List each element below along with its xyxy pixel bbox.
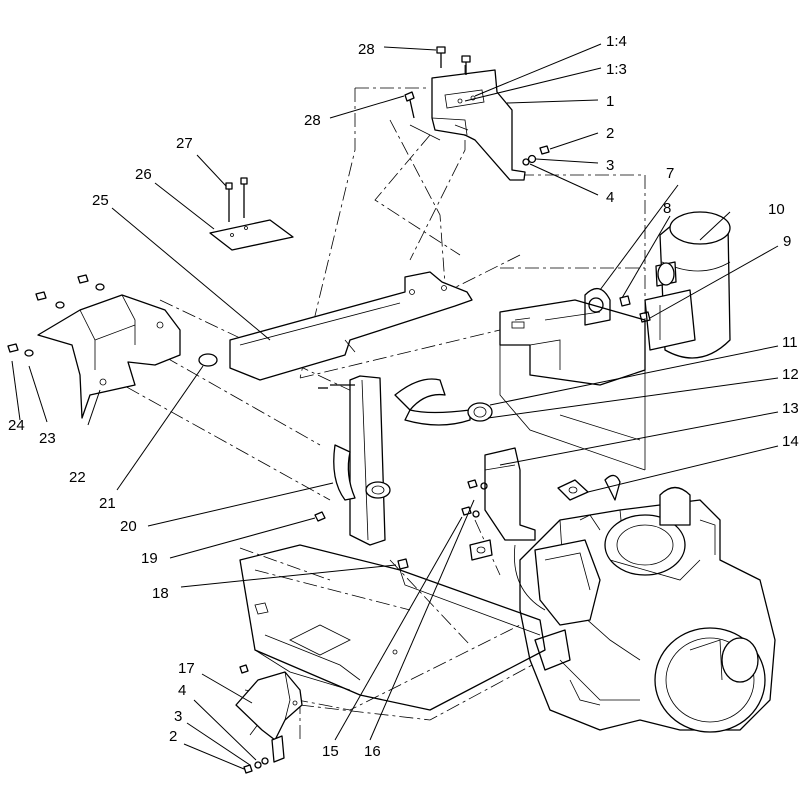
callout-22: 22 [69,469,86,486]
bolt-28-left [404,91,441,141]
callout-16: 16 [364,743,381,760]
callout-10: 10 [768,201,785,218]
callout-1-3: 1:3 [606,61,627,78]
callout-labels: 28 1:4 1:3 28 1 27 2 3 26 4 25 7 10 8 9 … [8,33,799,760]
callout-12: 12 [782,366,799,383]
engine-assembly [513,486,776,733]
callout-14: 14 [782,433,799,450]
gasket-part-14 [557,474,621,501]
callout-13: 13 [782,400,799,417]
callout-25: 25 [92,192,109,209]
gasket-part-16 [469,539,493,561]
callout-4-top: 4 [606,189,614,206]
callout-8: 8 [663,200,671,217]
muffler-mount-bracket [499,299,646,471]
lower-shield-part-17 [235,664,303,763]
clamp-parts-7-8-9 [584,288,651,326]
callout-24: 24 [8,417,25,434]
hardware-2-3-4-top [522,145,550,166]
callout-3-top: 3 [606,157,614,174]
callout-1: 1 [606,93,614,110]
callout-9: 9 [783,233,791,250]
callout-4-bottom: 4 [178,682,186,699]
bracket-part-13 [484,447,536,541]
callout-26: 26 [135,166,152,183]
callout-7: 7 [666,165,674,182]
callout-3-bottom: 3 [174,708,182,725]
callout-17: 17 [178,660,195,677]
top-bracket-part-1 [431,69,526,181]
small-hardware-15-16-19 [314,479,488,570]
callout-20: 20 [120,518,137,535]
washer-part-21 [198,353,218,367]
engine-mount-frame [239,544,546,711]
screws-part-27 [225,177,248,222]
bolt-28-top [436,46,471,75]
callout-21: 21 [99,495,116,512]
callout-28-top: 28 [358,41,375,58]
heat-shield-part-22 [37,294,181,419]
callout-23: 23 [39,430,56,447]
callout-15: 15 [322,743,339,760]
plate-part-26 [209,219,294,251]
callout-2-bottom: 2 [169,728,177,745]
exhaust-pipe-part-20 [318,375,493,546]
callout-28-left: 28 [304,112,321,129]
callout-2-top: 2 [606,125,614,142]
callout-18: 18 [152,585,169,602]
callout-11: 11 [782,334,798,351]
callout-27: 27 [176,135,193,152]
leader-lines [11,43,779,770]
muffler-part-10 [644,211,731,359]
callout-1-4: 1:4 [606,33,627,50]
flat-bracket-part-25 [229,271,473,381]
bolts-washers-23-24 [7,274,105,357]
callout-19: 19 [141,550,158,567]
hardware-2-3-4-bottom [243,757,269,774]
